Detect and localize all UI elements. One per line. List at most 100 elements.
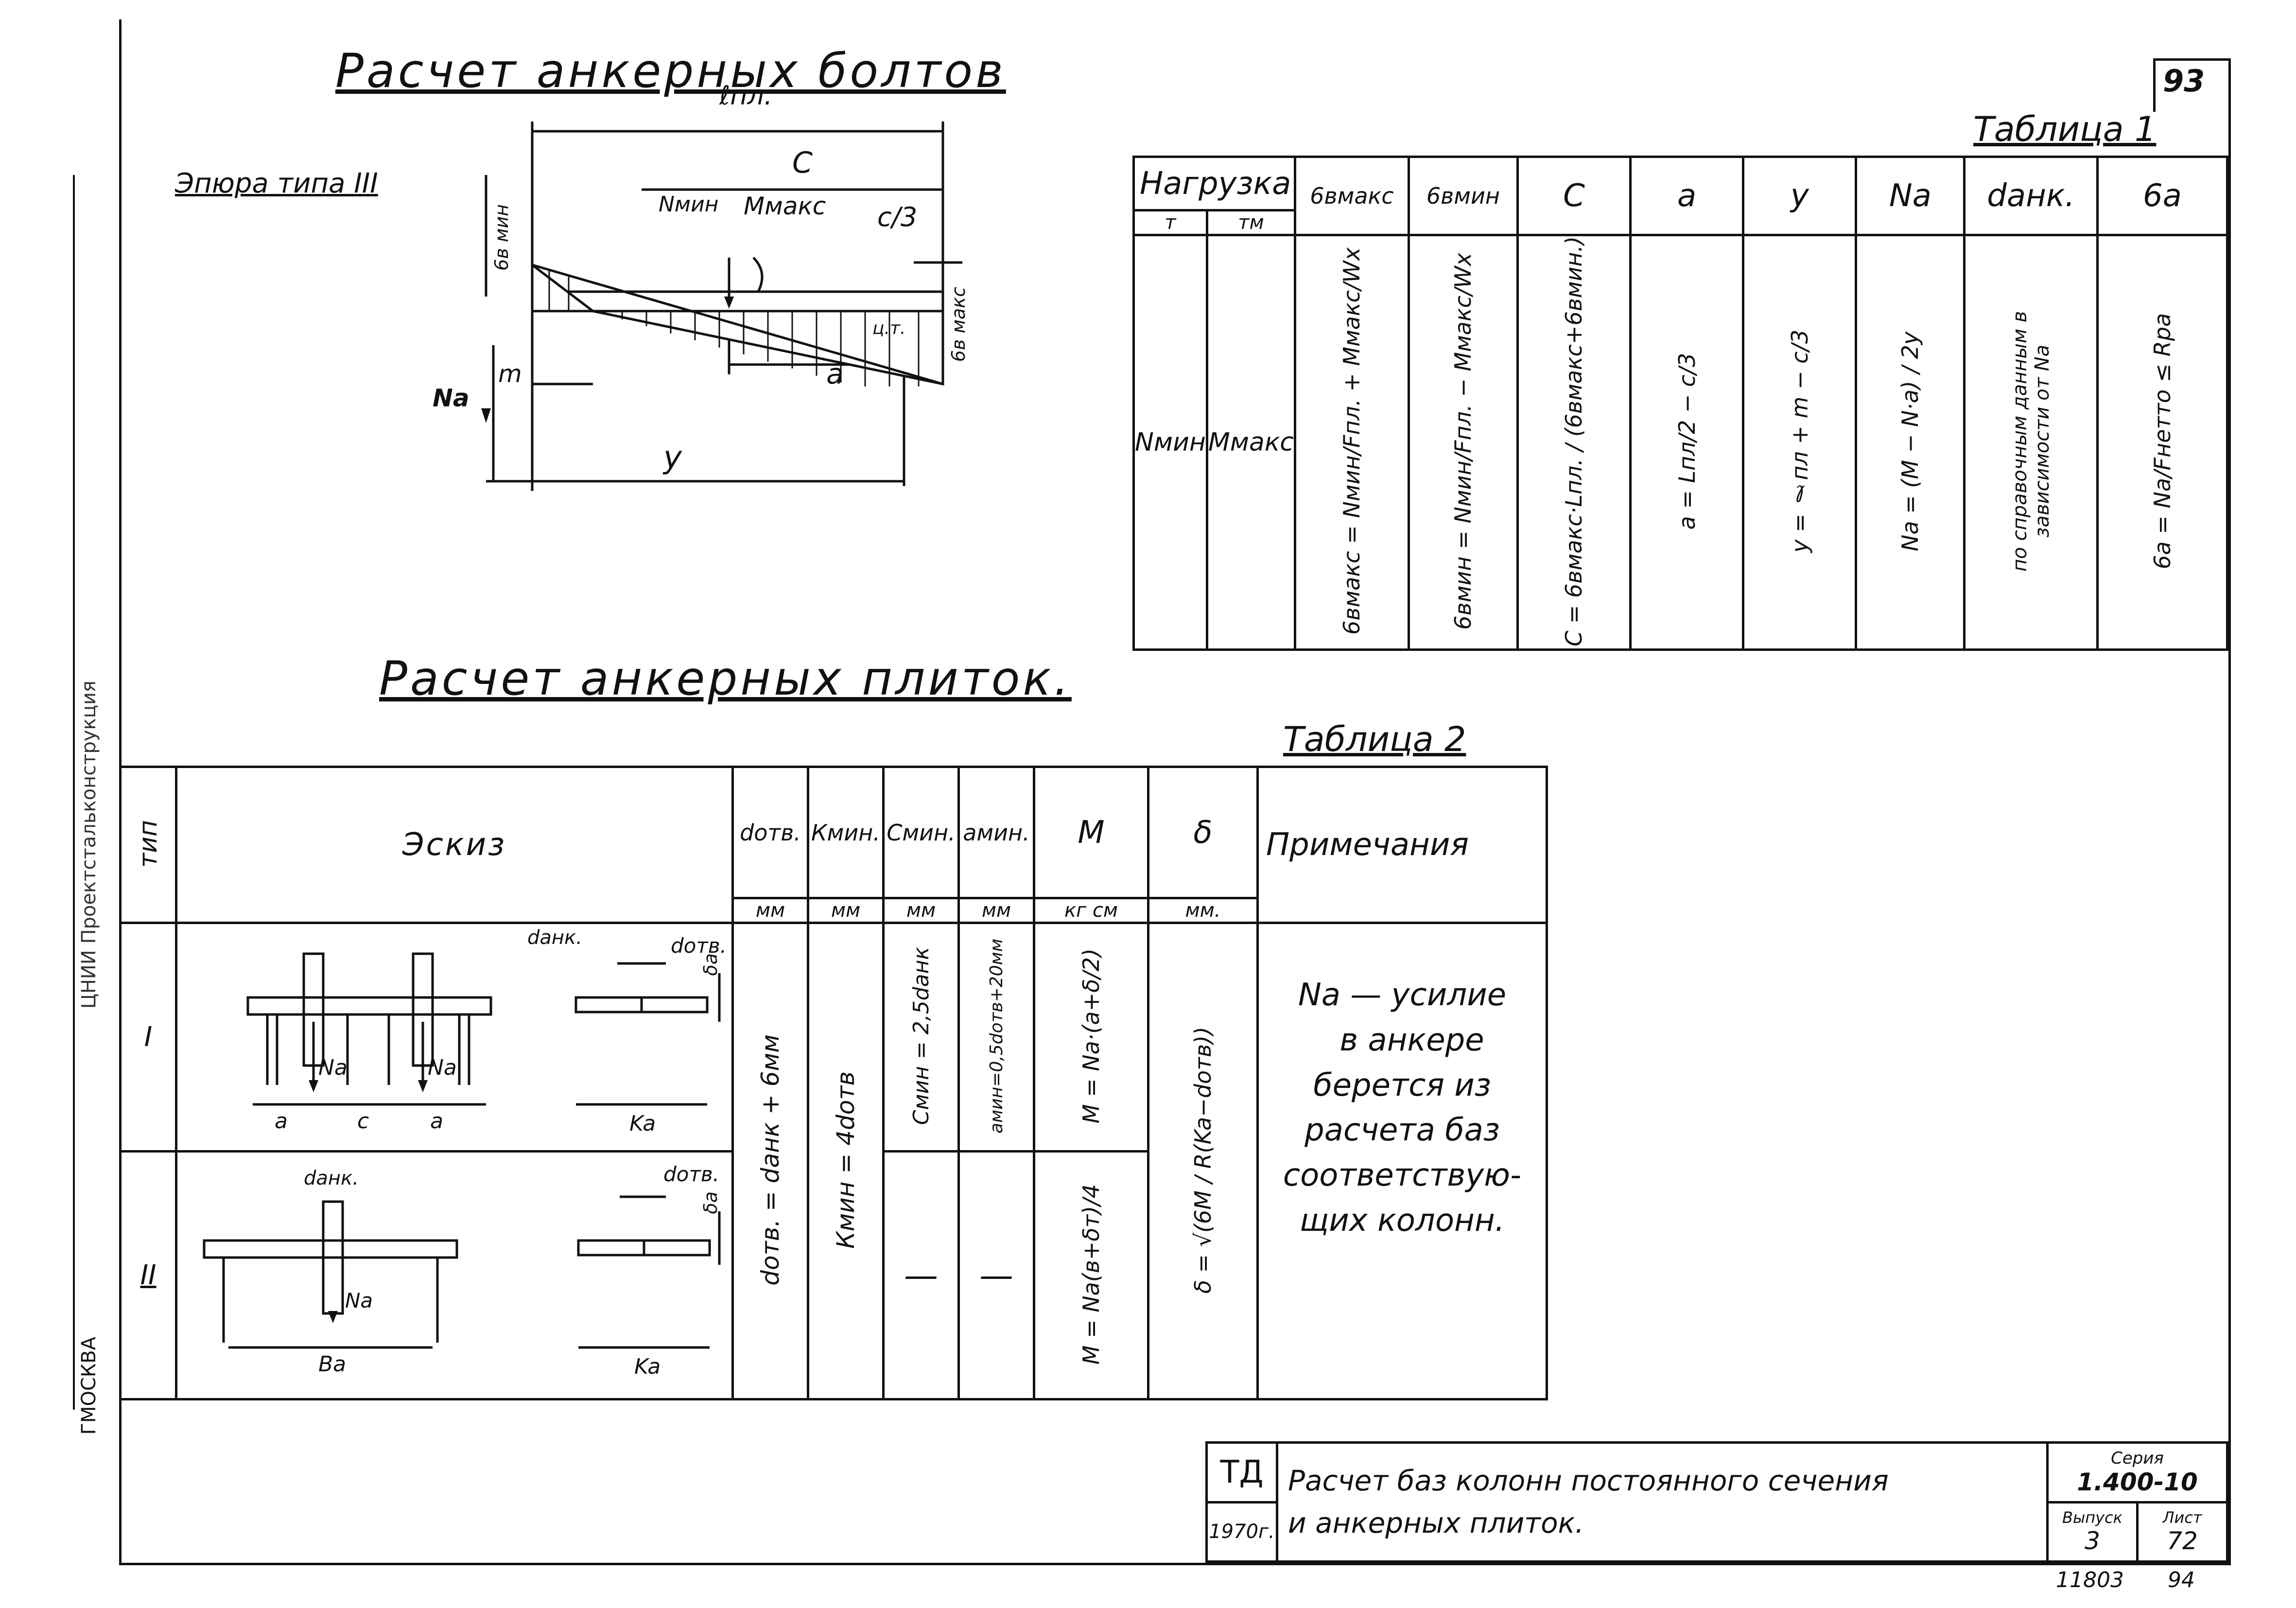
note-line-6: щих колонн. bbox=[1300, 1202, 1505, 1239]
label-m-max: Ммакс bbox=[744, 192, 826, 220]
stamp-sheet-label: Лист bbox=[2162, 1508, 2202, 1527]
table2: тип Эскиз dотв. Кмин. Смин. aмин. М δ Пр… bbox=[119, 766, 1548, 1400]
table2-header-notes: Примечания bbox=[1256, 766, 1548, 924]
label-sigma-max: 6в макс bbox=[948, 287, 969, 362]
sketch1-label-na-2: Na bbox=[428, 1055, 457, 1080]
table2-caption: Таблица 2 bbox=[1283, 719, 1466, 759]
label-n-min: Nмин bbox=[659, 192, 719, 217]
table1-header-c: C bbox=[1516, 156, 1632, 236]
table2-header-type: тип bbox=[134, 820, 163, 868]
stamp-title-line-2: и анкерных плиток. bbox=[1288, 1506, 1584, 1539]
sketch1-label-na-1: Na bbox=[318, 1055, 348, 1080]
table1-formula-y: y = ℓпл + m − c/3 bbox=[1786, 330, 1813, 553]
note-line-5: соответствую- bbox=[1283, 1157, 1522, 1194]
table1-header-smax: 6вмакс bbox=[1293, 156, 1410, 236]
sketch-type-2 bbox=[203, 1195, 721, 1348]
label-m: m bbox=[498, 360, 522, 388]
table2-unit-amin: мм bbox=[957, 897, 1035, 924]
sketch1-label-dank: dанк. bbox=[527, 926, 582, 949]
stamp-org: ТД bbox=[1205, 1441, 1278, 1503]
table2-dotv-formula: dотв. = dанк + 6мм bbox=[756, 1034, 784, 1286]
table2-sketch-2: dанк. dотв. δa Na Ba Ka bbox=[175, 1150, 734, 1400]
sketch2-label-delta: δa bbox=[700, 1191, 721, 1214]
sketch1-label-a-1: a bbox=[275, 1109, 288, 1134]
section1-title: Расчет анкерных болтов bbox=[335, 44, 1006, 98]
label-l-pl: ℓпл. bbox=[719, 80, 773, 111]
stamp-sheet: 72 bbox=[2167, 1527, 2198, 1556]
bottom-code-2: 94 bbox=[2168, 1568, 2195, 1592]
stamp-series: 1.400-10 bbox=[2077, 1468, 2198, 1496]
label-c-third: c/3 bbox=[877, 202, 918, 232]
margin-label-org: ЦНИИ Проектстальконструкция bbox=[78, 681, 100, 1009]
stamp-title-line-1: Расчет баз колонн постоянного сечения bbox=[1288, 1464, 1889, 1497]
label-ct: ц.т. bbox=[872, 318, 906, 338]
table1-caption: Таблица 1 bbox=[1973, 109, 2157, 149]
sketch1-label-a-2: a bbox=[430, 1109, 443, 1134]
table2-amin-dash: — bbox=[979, 1255, 1013, 1295]
table2-amin-formula: aмин=0,5dотв+20мм bbox=[986, 939, 1007, 1134]
label-na: Na bbox=[433, 384, 470, 412]
stamp-issue: 3 bbox=[2085, 1527, 2100, 1556]
table1-header-y: y bbox=[1742, 156, 1858, 236]
sketch2-label-ba: Ba bbox=[318, 1352, 347, 1377]
table1-unit-t: т bbox=[1132, 209, 1208, 236]
table2-header-amin: aмин. bbox=[957, 766, 1035, 899]
table1-unit-tm: тм bbox=[1205, 209, 1296, 236]
bottom-border bbox=[119, 1563, 2231, 1565]
table1-formula-smin: 6вмин = Nмин/Fпл. − Ммакс/Wx bbox=[1450, 253, 1477, 630]
table1-header-load: Нагрузка bbox=[1132, 156, 1296, 211]
section2-title: Расчет анкерных плиток. bbox=[379, 651, 1072, 706]
table1-cell-mmax: Ммакс bbox=[1205, 234, 1296, 651]
table2-header-delta: δ bbox=[1147, 766, 1259, 899]
table2-sketch-1: dанк. dотв. δa Na Na a c a Ka bbox=[175, 922, 734, 1153]
table1-formula-a: a = Lпл/2 − c/3 bbox=[1673, 353, 1700, 530]
sketch1-label-c: c bbox=[357, 1109, 369, 1134]
stamp-series-label: Серия bbox=[2111, 1448, 2164, 1468]
label-a: a bbox=[826, 357, 844, 390]
table2-delta-formula: δ = √(6M / R(Ka−dотв)) bbox=[1190, 1026, 1216, 1294]
sketch1-label-dotv: dотв. bbox=[671, 934, 727, 958]
sketch1-label-ka: Ka bbox=[629, 1111, 656, 1136]
table2-cmin-formula: Смин = 2,5dанк bbox=[908, 947, 934, 1125]
bottom-code-1: 11803 bbox=[2056, 1568, 2124, 1592]
table1-header-smin: 6вмин bbox=[1407, 156, 1519, 236]
epure-label: Эпюра типа III bbox=[175, 168, 378, 199]
label-sigma-min: 6в мин bbox=[491, 204, 512, 271]
table1-cell-nmin: Nмин bbox=[1132, 234, 1208, 651]
table2-kmin-formula: Кмин = 4dотв bbox=[832, 1071, 860, 1249]
note-line-4: расчета баз bbox=[1305, 1112, 1500, 1149]
table2-header-cmin: Смин. bbox=[882, 766, 960, 899]
table2-unit-delta: мм. bbox=[1147, 897, 1259, 924]
sketch2-label-dank: dанк. bbox=[304, 1167, 359, 1189]
table1-formula-smax: 6вмакс = Nмин/Fпл. + Ммакс/Wx bbox=[1339, 247, 1365, 635]
title-block: ТД Расчет баз колонн постоянного сечения… bbox=[1205, 1441, 2228, 1563]
table1-note-dank: по справочным данным в зависимости от Na bbox=[2008, 311, 2053, 572]
table2-unit-cmin: мм bbox=[882, 897, 960, 924]
table2-header-sketch: Эскиз bbox=[175, 766, 734, 924]
table1-header-na: Na bbox=[1855, 156, 1966, 236]
sketch2-label-na: Na bbox=[345, 1289, 373, 1312]
table1-formula-sa: 6a = Na/Fнетто ≤ Rpa bbox=[2149, 313, 2175, 570]
table1: Нагрузка 6вмакс 6вмин C a y Na dанк. 6a … bbox=[1132, 156, 2229, 651]
page-number: 93 bbox=[2163, 63, 2205, 99]
page-number-box-side bbox=[2153, 58, 2156, 112]
stamp-year: 1970г. bbox=[1205, 1501, 1278, 1563]
stamp-issue-label: Выпуск bbox=[2062, 1508, 2122, 1527]
table2-header-dotv: dотв. bbox=[731, 766, 809, 899]
right-border bbox=[2228, 58, 2231, 1565]
margin-strip-line bbox=[73, 175, 75, 1410]
label-c: C bbox=[792, 146, 813, 180]
label-y: y bbox=[663, 440, 682, 476]
sketch1-label-delta: δa bbox=[700, 953, 721, 976]
epure-diagram bbox=[481, 122, 962, 491]
table1-formula-c: C = 6вмакс·Lпл. / (6вмакс+6вмин.) bbox=[1561, 236, 1587, 647]
table2-m-formula-2: M = Na(в+δт)/4 bbox=[1078, 1184, 1104, 1365]
table1-formula-na: Na = (M − N·a) / 2y bbox=[1897, 331, 1924, 551]
note-line-1: Na — усилие bbox=[1298, 977, 1507, 1013]
table2-header-m: М bbox=[1033, 766, 1149, 899]
table1-header-dank: dанк. bbox=[1963, 156, 2099, 236]
table2-header-kmin: Кмин. bbox=[807, 766, 885, 899]
sketch2-label-ka: Ka bbox=[634, 1354, 661, 1379]
table1-header-sa: 6a bbox=[2096, 156, 2229, 236]
note-line-2: в анкере bbox=[1339, 1022, 1484, 1058]
